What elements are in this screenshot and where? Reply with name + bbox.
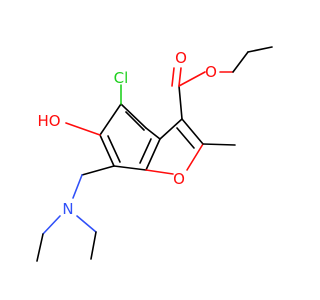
bond-left-ethyl-ch3: [36, 233, 44, 262]
bond-methylene-n: [72, 174, 83, 199]
bond-c3-c2-double: [176, 127, 195, 149]
bond-c3a-c3: [159, 118, 183, 140]
bond-carbonyl-to-ether-o: [178, 71, 206, 87]
bond-carbonyl-double-2: [171, 67, 175, 87]
bond-c2-o1: [186, 143, 204, 171]
ester-carbonyl-oxygen-label: O: [175, 49, 187, 67]
chlorine-label: Cl: [114, 69, 129, 87]
bond-c4-c5-double: [125, 111, 145, 131]
bond-c6-methylene: [81, 165, 115, 176]
atom-label-layer: Cl HO O O O N: [37, 49, 216, 218]
bond-c7a-c3a-double: [139, 138, 152, 164]
bond-right-ethyl-ch3: [90, 231, 97, 260]
furan-oxygen-label: O: [173, 170, 185, 188]
amine-nitrogen-label: N: [62, 200, 73, 218]
ester-ether-oxygen-label: O: [205, 63, 217, 81]
bond-layer: [36, 46, 273, 262]
bond-c5-hydroxyl: [65, 122, 101, 136]
bond-c3-c2: [181, 118, 204, 145]
bond-o1-c7a: [145, 169, 174, 175]
bond-n-right-ethyl: [76, 215, 97, 233]
bond-c6-c7-double: [107, 135, 121, 163]
bond-c7-c7a: [113, 165, 147, 171]
bond-c5-c6: [99, 103, 122, 136]
bond-c3-carbonyl-carbon: [178, 85, 183, 120]
bond-c6-c7: [99, 134, 115, 167]
bond-ethyl-ch3: [247, 46, 273, 53]
bond-c4-c5: [120, 103, 147, 129]
bond-ethyl-ch2: [232, 51, 249, 73]
bond-c2-methyl: [202, 143, 236, 146]
bond-c7a-c3a: [145, 138, 161, 171]
bond-carbonyl-double-1: [178, 67, 182, 87]
bond-n-left-ethyl: [42, 215, 61, 235]
bond-c3a-c4: [145, 127, 161, 140]
hydroxyl-label: HO: [37, 112, 60, 130]
chemical-structure-diagram: Cl HO O O O N: [36, 46, 273, 262]
